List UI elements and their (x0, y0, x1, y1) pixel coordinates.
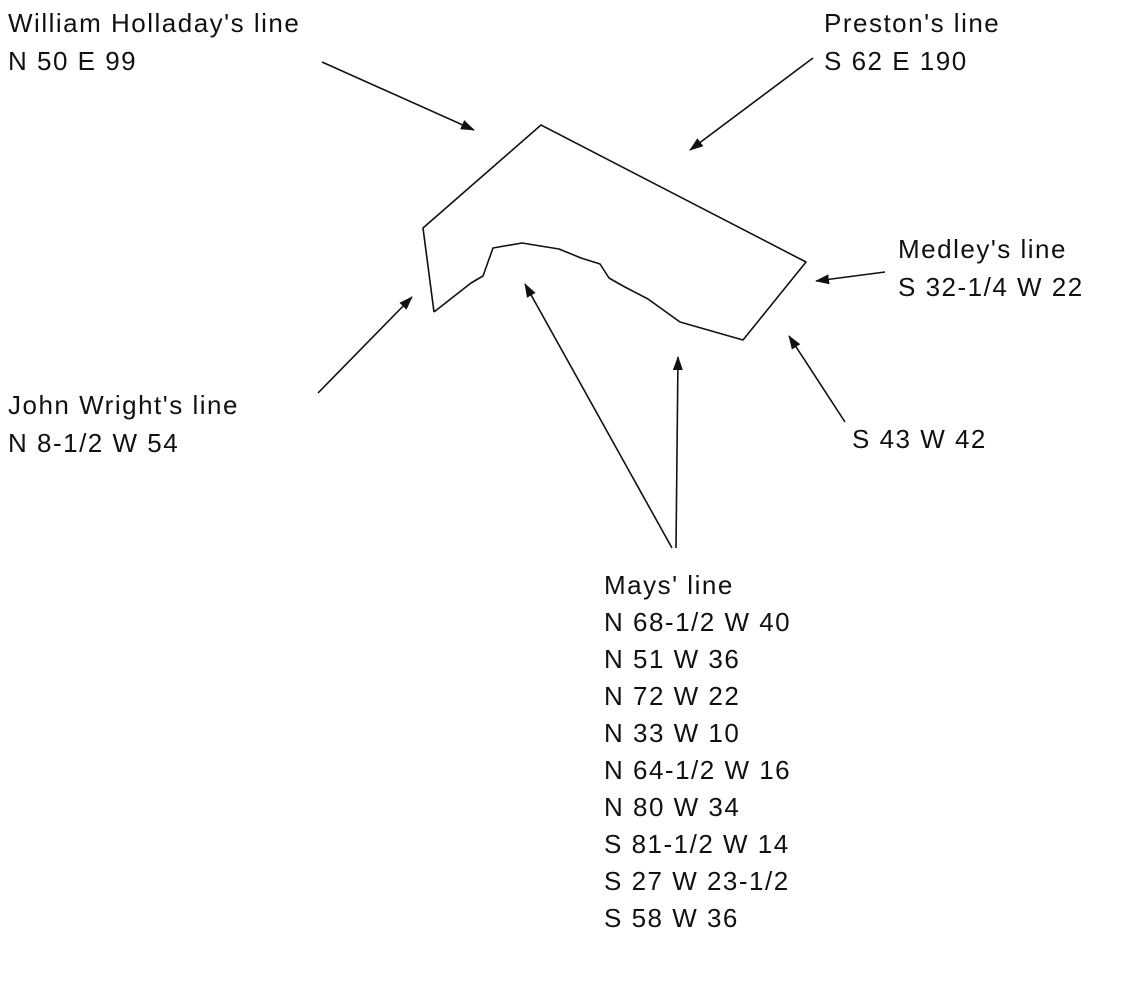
mays-line-label: Mays' line N 68-1/2 W 40 N 51 W 36 N 72 … (604, 566, 791, 937)
mays-call: N 51 W 36 (604, 644, 741, 674)
wright-arrow (317, 296, 413, 394)
mays-line-calls: N 68-1/2 W 40 N 51 W 36 N 72 W 22 N 33 W… (604, 604, 791, 937)
medley-line-label: Medley's line S 32-1/4 W 22 (898, 230, 1084, 306)
mays-call: N 68-1/2 W 40 (604, 607, 792, 637)
s43-line-bearing: S 43 W 42 (852, 424, 987, 454)
s43-line-label: S 43 W 42 (852, 420, 987, 458)
tract-boundary (422, 124, 807, 341)
mays-call: S 81-1/2 W 14 (604, 829, 790, 859)
mays-arrow-right (672, 356, 683, 549)
holladay-line-name: William Holladay's line (8, 8, 301, 38)
preston-line-name: Preston's line (824, 8, 1001, 38)
mays-call: S 58 W 36 (604, 903, 739, 933)
mays-call: N 64-1/2 W 16 (604, 755, 792, 785)
mays-call: N 72 W 22 (604, 681, 741, 711)
mays-line-name: Mays' line (604, 570, 734, 600)
wright-line-bearing: N 8-1/2 W 54 (8, 428, 180, 458)
s43-arrow (788, 335, 846, 423)
holladay-arrow (321, 61, 475, 131)
mays-call: N 33 W 10 (604, 718, 741, 748)
mays-call: N 80 W 34 (604, 792, 741, 822)
medley-line-bearing: S 32-1/4 W 22 (898, 272, 1084, 302)
wright-line-label: John Wright's line N 8-1/2 W 54 (8, 386, 239, 462)
medley-line-name: Medley's line (898, 234, 1067, 264)
medley-arrow (815, 271, 886, 285)
holladay-line-bearing: N 50 E 99 (8, 46, 138, 76)
holladay-line-label: William Holladay's line N 50 E 99 (8, 4, 300, 80)
preston-line-label: Preston's line S 62 E 190 (824, 4, 1000, 80)
preston-arrow (689, 57, 814, 151)
mays-call: S 27 W 23-1/2 (604, 866, 790, 896)
wright-line-name: John Wright's line (8, 390, 239, 420)
mays-arrow-left (524, 283, 673, 549)
preston-line-bearing: S 62 E 190 (824, 46, 968, 76)
